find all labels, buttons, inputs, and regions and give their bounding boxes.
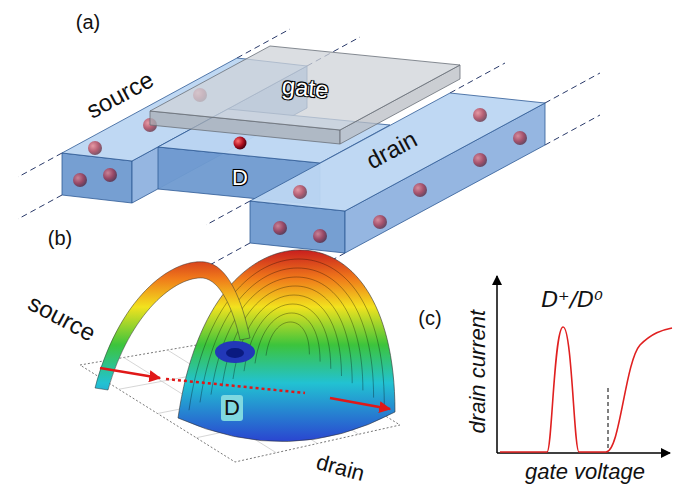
region-label: drain: [313, 449, 367, 486]
panel-label: (b): [48, 227, 72, 250]
donor-atom: [234, 137, 247, 150]
extension-line: [206, 201, 250, 225]
atom-name: D: [232, 165, 248, 190]
extension-line: [18, 153, 62, 177]
axis-title: gate voltage: [525, 459, 645, 484]
contour-line: [244, 304, 331, 371]
potential-surface: [80, 250, 400, 462]
electron: [373, 215, 387, 229]
electron: [73, 173, 87, 187]
electron: [513, 131, 527, 145]
electron: [473, 153, 487, 167]
extension-line: [545, 115, 600, 145]
electron: [273, 221, 287, 235]
current-arrow: [330, 398, 390, 409]
tunnel-path: [166, 379, 305, 393]
current-arrow: [100, 368, 160, 378]
threshold-marker: [608, 388, 609, 450]
panel-label: (a): [76, 11, 100, 34]
transfer-plot: [497, 276, 672, 453]
extension-line: [545, 73, 600, 103]
extension-line: [18, 195, 62, 219]
electron: [88, 141, 102, 155]
electron: [313, 229, 327, 243]
axis-title: drain current: [465, 310, 490, 434]
extension-line: [206, 243, 250, 267]
part-name: gate: [280, 72, 329, 104]
donor-atom: D: [232, 165, 248, 190]
electron: [413, 183, 427, 197]
barrier-ridge: [95, 262, 250, 390]
peak-label: D⁺/D⁰: [541, 287, 603, 312]
electron: [473, 108, 487, 122]
panel-label: (c): [418, 307, 441, 330]
donor-dip-core: [226, 348, 244, 358]
current-curve: [500, 327, 672, 452]
electron: [293, 185, 307, 199]
y-axis: [496, 276, 498, 453]
contour-line: [255, 313, 320, 363]
donor-label: D: [221, 395, 243, 420]
device-3d: [18, 29, 600, 277]
contour-line: [266, 322, 309, 356]
electron: [103, 168, 117, 182]
gate-electrode: gate: [280, 72, 329, 104]
region-label: source: [24, 289, 101, 347]
source-bar-front: [62, 153, 132, 203]
donor-dip: [215, 341, 255, 363]
gate-slab-top: [150, 46, 460, 130]
